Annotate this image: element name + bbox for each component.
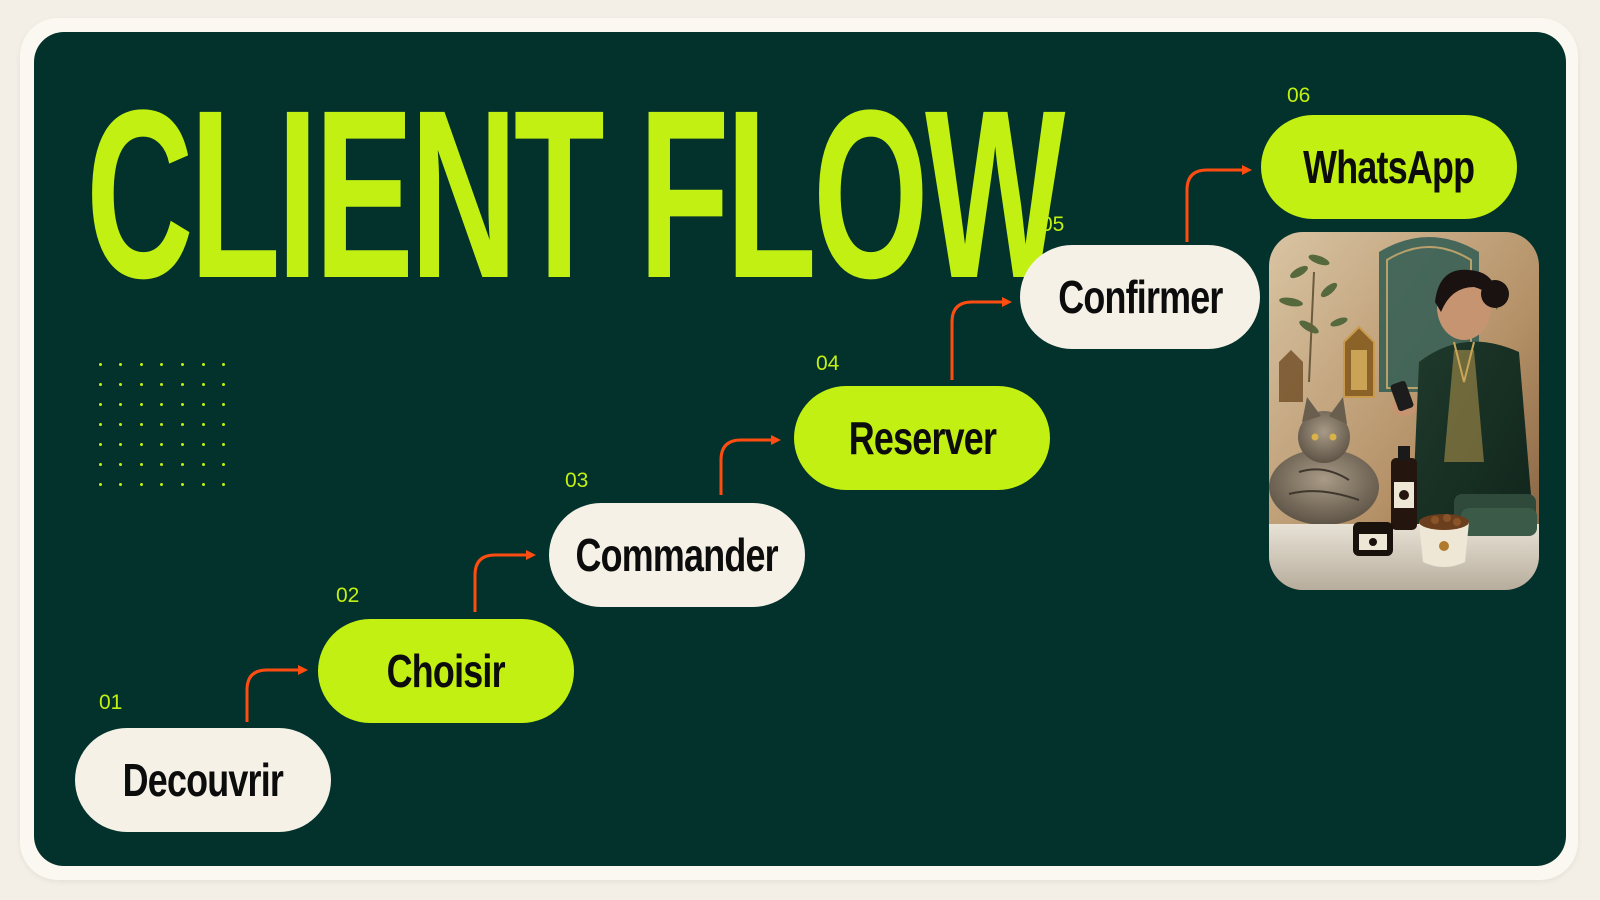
decorative-dot xyxy=(181,462,185,466)
arrow-05-06 xyxy=(1185,165,1252,242)
decorative-dot xyxy=(201,382,205,386)
decorative-dot xyxy=(119,442,123,446)
decorative-dot xyxy=(139,442,143,446)
step-label: Choisir xyxy=(386,645,506,697)
decorative-dot xyxy=(201,482,205,486)
step-label: WhatsApp xyxy=(1303,141,1475,193)
step-pill-whatsapp[interactable]: WhatsApp xyxy=(1261,115,1517,219)
decorative-dot xyxy=(119,362,123,366)
step-number-06: 06 xyxy=(1287,84,1311,107)
decorative-dot xyxy=(201,402,205,406)
decorative-dot xyxy=(160,402,164,406)
arrow-03-04 xyxy=(719,435,781,495)
decorative-dot xyxy=(181,482,185,486)
decorative-dot xyxy=(201,422,205,426)
step-number-03: 03 xyxy=(565,469,589,492)
decorative-dot xyxy=(222,422,226,426)
step-pill-commander[interactable]: Commander xyxy=(549,503,805,607)
decorative-dot xyxy=(160,362,164,366)
decorative-dot xyxy=(181,402,185,406)
dot-grid-decoration xyxy=(90,354,234,494)
decorative-dot xyxy=(98,462,102,466)
decorative-dot xyxy=(98,422,102,426)
decorative-dot xyxy=(181,382,185,386)
step-number-05: 05 xyxy=(1041,213,1065,236)
decorative-dot xyxy=(139,422,143,426)
decorative-dot xyxy=(139,362,143,366)
decorative-dot xyxy=(119,462,123,466)
decorative-dot xyxy=(222,362,226,366)
step-pill-confirmer[interactable]: Confirmer xyxy=(1020,245,1260,349)
decorative-dot xyxy=(160,482,164,486)
arrow-01-02 xyxy=(245,665,308,722)
step-pill-decouvrir[interactable]: Decouvrir xyxy=(75,728,331,832)
decorative-dot xyxy=(98,482,102,486)
decorative-dot xyxy=(222,442,226,446)
page-title: CLIENT FLOW xyxy=(86,60,1065,328)
arrow-02-03 xyxy=(473,550,536,612)
decorative-dot xyxy=(98,382,102,386)
step-number-01: 01 xyxy=(99,691,123,714)
decorative-dot xyxy=(160,462,164,466)
decorative-dot xyxy=(160,382,164,386)
decorative-dot xyxy=(181,442,185,446)
step-label: Commander xyxy=(575,529,779,581)
decorative-dot xyxy=(160,422,164,426)
step-pill-reserver[interactable]: Reserver xyxy=(794,386,1050,490)
decorative-dot xyxy=(139,402,143,406)
decorative-dot xyxy=(181,362,185,366)
decorative-dot xyxy=(201,462,205,466)
step-pill-choisir[interactable]: Choisir xyxy=(318,619,574,723)
step-label: Decouvrir xyxy=(122,754,284,806)
decorative-dot xyxy=(119,402,123,406)
decorative-dot xyxy=(201,362,205,366)
arrow-04-05 xyxy=(950,297,1012,380)
decorative-dot xyxy=(222,482,226,486)
decorative-dot xyxy=(222,382,226,386)
decorative-dot xyxy=(201,442,205,446)
decorative-dot xyxy=(119,482,123,486)
step-label: Confirmer xyxy=(1057,271,1223,323)
decorative-dot xyxy=(98,402,102,406)
decorative-dot xyxy=(139,482,143,486)
decorative-dot xyxy=(222,462,226,466)
decorative-dot xyxy=(222,402,226,406)
decorative-dot xyxy=(119,382,123,386)
decorative-dot xyxy=(98,362,102,366)
decorative-dot xyxy=(160,442,164,446)
decorative-dot xyxy=(181,422,185,426)
step-number-02: 02 xyxy=(336,584,360,607)
decorative-dot xyxy=(139,462,143,466)
step-number-04: 04 xyxy=(816,352,840,375)
decorative-dot xyxy=(119,422,123,426)
woman-with-cat-photo xyxy=(1269,232,1539,590)
decorative-dot xyxy=(139,382,143,386)
step-label: Reserver xyxy=(848,412,996,464)
decorative-dot xyxy=(98,442,102,446)
